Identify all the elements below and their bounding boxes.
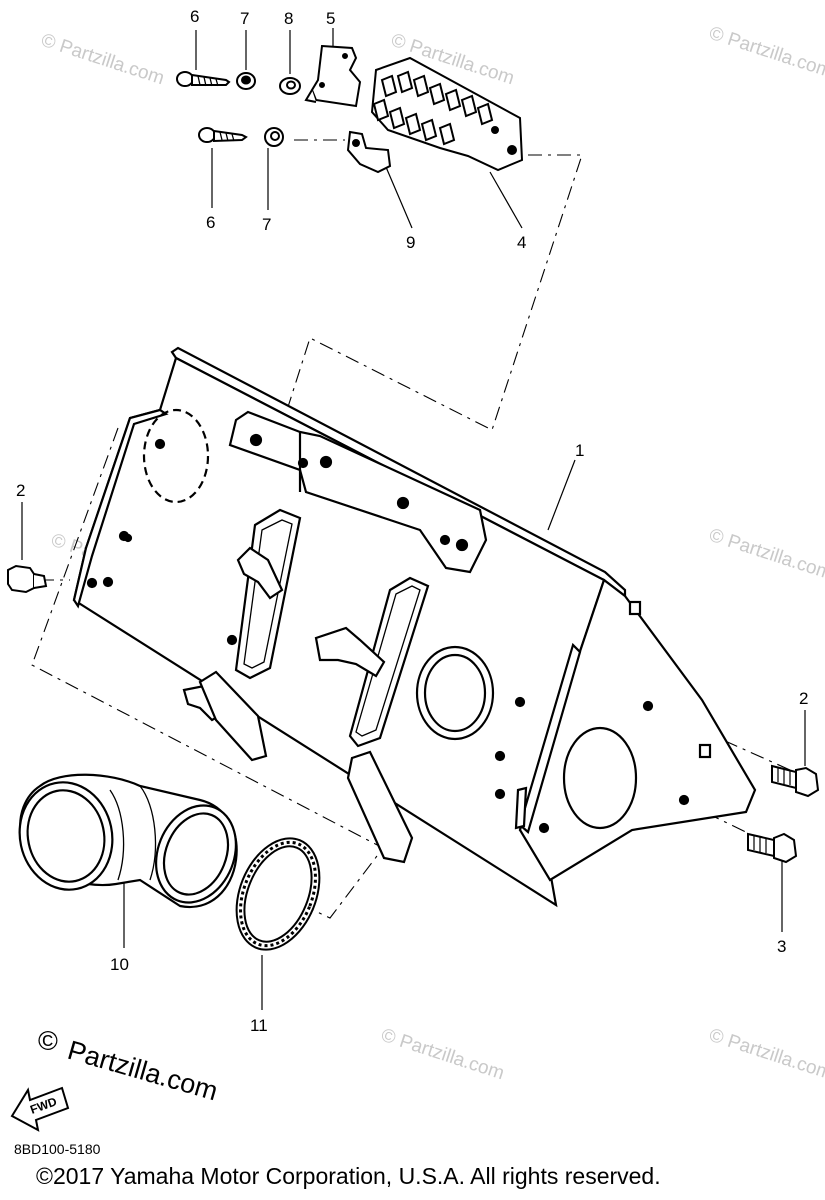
callout-7-lower: 7 [262, 215, 271, 234]
screw-6-lower [198, 127, 248, 143]
nut-8 [279, 77, 301, 95]
callout-7-upper: 7 [240, 9, 249, 28]
brand-copyright-symbol: © [38, 1026, 58, 1056]
callout-9: 9 [406, 233, 415, 252]
clip-9 [346, 130, 392, 174]
leader-lines [21, 28, 806, 1010]
watermark: © Partzilla.com [706, 23, 825, 83]
callout-2-left: 2 [16, 481, 25, 500]
callout-4: 4 [517, 233, 526, 252]
bolt-3 [747, 832, 798, 864]
callout-8: 8 [284, 9, 293, 28]
copyright-notice: ©2017 Yamaha Motor Corporation, U.S.A. A… [36, 1163, 661, 1189]
callout-5: 5 [326, 9, 335, 28]
fwd-arrow: FWD [10, 1086, 70, 1132]
callout-labels: 1 2 2 3 4 5 6 6 7 7 8 9 10 11 [16, 7, 808, 1035]
callout-6-lower: 6 [206, 213, 215, 232]
plate-1 [72, 346, 757, 908]
callout-3: 3 [777, 937, 786, 956]
ring-11 [235, 837, 321, 951]
bracket-5 [304, 44, 362, 108]
callout-11: 11 [250, 1016, 268, 1035]
hardware-top [176, 71, 301, 147]
bolt-2-left [7, 564, 48, 594]
callout-6-upper: 6 [190, 7, 199, 26]
leader-9 [382, 159, 413, 229]
watermark: © Partzilla.com [706, 525, 825, 585]
brand-name: Partzilla.com [64, 1035, 221, 1106]
leader-4 [489, 171, 523, 229]
callout-2-right: 2 [799, 689, 808, 708]
washer-7-lower [264, 127, 284, 147]
callout-1: 1 [575, 441, 584, 460]
fwd-arrow-icon [10, 1086, 70, 1132]
bolt-2-right [771, 764, 820, 798]
watermark: © Partzilla.com [38, 30, 166, 90]
leader-1 [547, 459, 576, 531]
screw-6-upper [176, 71, 231, 87]
watermark: © Partzilla.com [378, 1025, 506, 1085]
joint-10 [18, 773, 238, 909]
watermark: © Partzilla.com [706, 1025, 825, 1085]
washer-7-upper [236, 72, 256, 90]
brand-logo: © Partzilla.com [38, 1026, 221, 1106]
callout-10: 10 [110, 955, 129, 974]
diagram-part-number: 8BD100-5180 [14, 1141, 101, 1157]
bracket-4 [370, 56, 524, 172]
